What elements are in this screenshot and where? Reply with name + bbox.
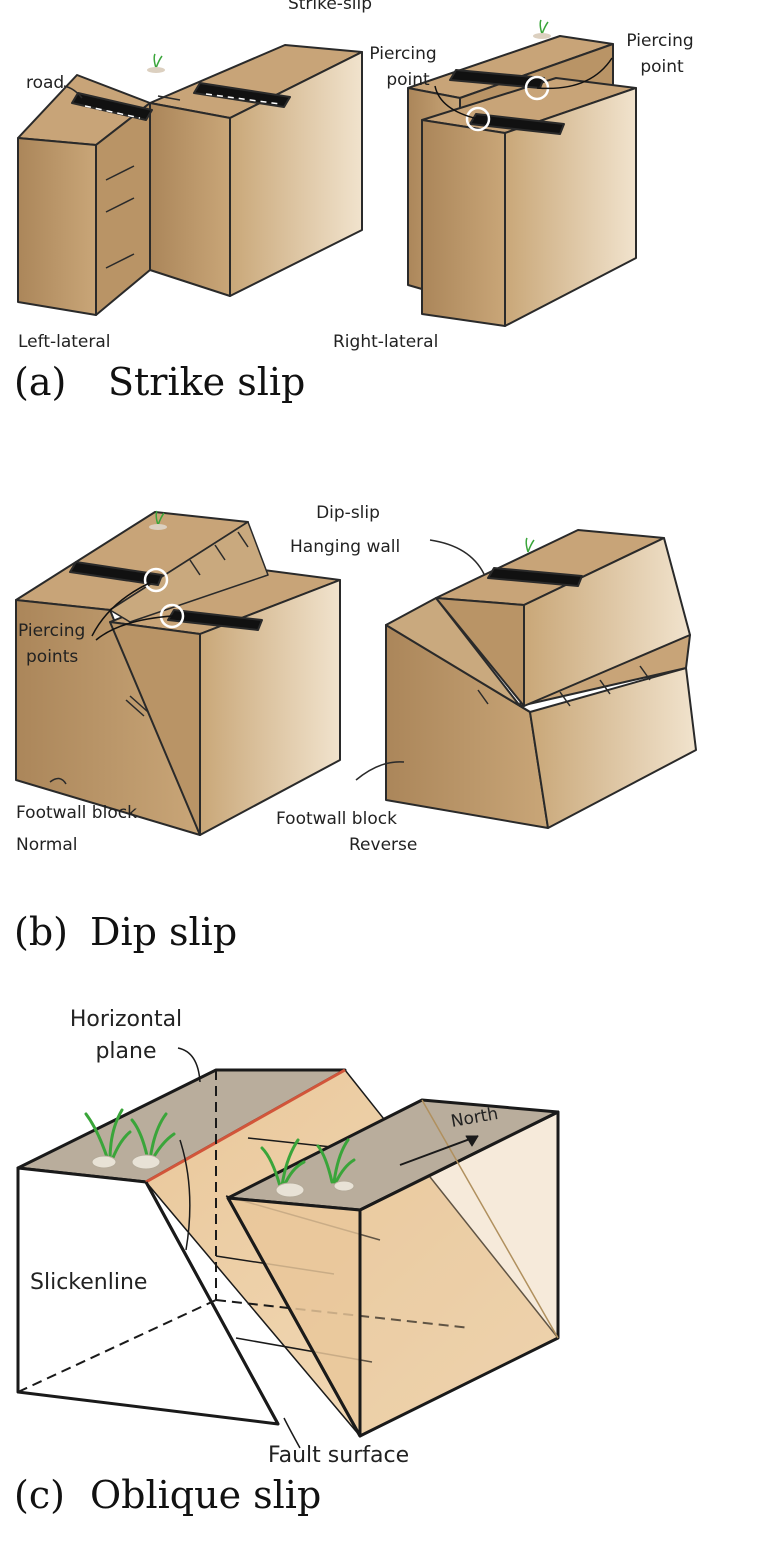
piercing-point-circle [143, 567, 169, 593]
grass-icon [153, 53, 163, 69]
normal-label: Normal [16, 835, 78, 855]
slickenline [105, 165, 135, 181]
panel-a-strike-slip: Strike-slip road Left-la [14, 0, 694, 404]
hanging-wall-side [199, 579, 341, 836]
piercing-points-label-1: Piercing [18, 621, 85, 641]
reverse-label: Reverse [349, 835, 417, 855]
pebbles [91, 1154, 355, 1198]
slickenline-label: Slickenline [30, 1270, 147, 1295]
caption-a-letter: (a) [14, 360, 66, 404]
left-block-front [17, 137, 97, 316]
caption-b-text: Dip slip [90, 910, 237, 954]
caption-c-letter: (c) [14, 1473, 65, 1517]
road-segment [193, 82, 291, 108]
panel-c-oblique-slip: Horizontal plane North Slickenline Fault… [14, 1007, 560, 1517]
horizontal-plane-label-1: Horizontal [70, 1007, 182, 1032]
grass-icon [539, 19, 549, 35]
panel-b-dip-slip: Dip-slip [14, 503, 697, 954]
footwall-right-label: Footwall block [276, 809, 397, 829]
road-segment [69, 561, 163, 586]
grass-icon [155, 510, 165, 526]
piercing-label-right-2: point [640, 57, 684, 77]
grass-icon [525, 537, 535, 553]
fault-surface-label: Fault surface [268, 1443, 409, 1468]
reverse-fault-diagram [355, 529, 697, 829]
caption-c-text: Oblique slip [90, 1473, 321, 1517]
right-block-side [229, 51, 363, 297]
piercing-point-circle [159, 603, 185, 629]
hanging-wall-label: Hanging wall [290, 537, 400, 557]
dip-slip-heading: Dip-slip [316, 503, 380, 523]
right-lateral-diagram [407, 19, 637, 327]
horizontal-plane-label-2: plane [95, 1039, 156, 1064]
normal-fault-diagram [15, 510, 341, 836]
caption-a-text: Strike slip [108, 360, 305, 404]
slickenline [105, 197, 135, 213]
piercing-label-left-1: Piercing [369, 44, 436, 64]
caption-b-letter: (b) [14, 910, 68, 954]
right-lateral-label: Right-lateral [333, 332, 438, 352]
road-label: road [26, 73, 64, 93]
slickenline [105, 253, 135, 269]
fault-trace [145, 1068, 346, 1184]
piercing-label-left-2: point [386, 70, 430, 90]
piercing-point-circle [465, 106, 491, 132]
piercing-points-label-2: points [26, 647, 78, 667]
north-arrow-icon [399, 1135, 479, 1166]
piercing-label-right-1: Piercing [626, 31, 693, 51]
left-lateral-diagram [17, 44, 363, 316]
left-lateral-label: Left-lateral [18, 332, 111, 352]
footwall-left-label: Footwall block [16, 803, 137, 823]
front-block-front [421, 119, 506, 327]
strike-slip-heading: Strike-slip [288, 0, 372, 14]
right-block-front [149, 102, 231, 297]
front-block-side [504, 87, 637, 327]
road-segment [487, 567, 583, 587]
road-segment [167, 609, 263, 631]
